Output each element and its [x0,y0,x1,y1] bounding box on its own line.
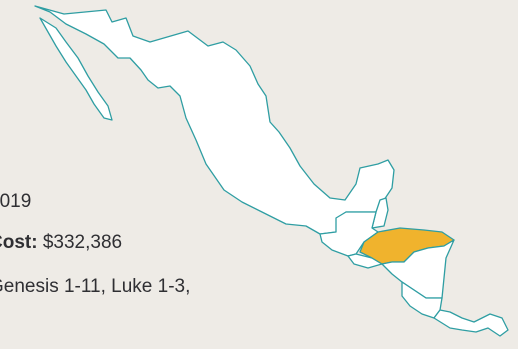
country-panama[interactable] [433,309,509,337]
country-mexico[interactable] [34,5,395,235]
project-books: Genesis 1-11, Luke 1-3, [0,276,191,297]
project-cost: Cost: $332,386 [0,231,122,255]
cost-label: Cost: [0,232,38,253]
country-baja-california[interactable] [39,17,113,121]
cost-value: $332,386 [42,232,123,253]
project-year: 2019 [0,191,32,212]
